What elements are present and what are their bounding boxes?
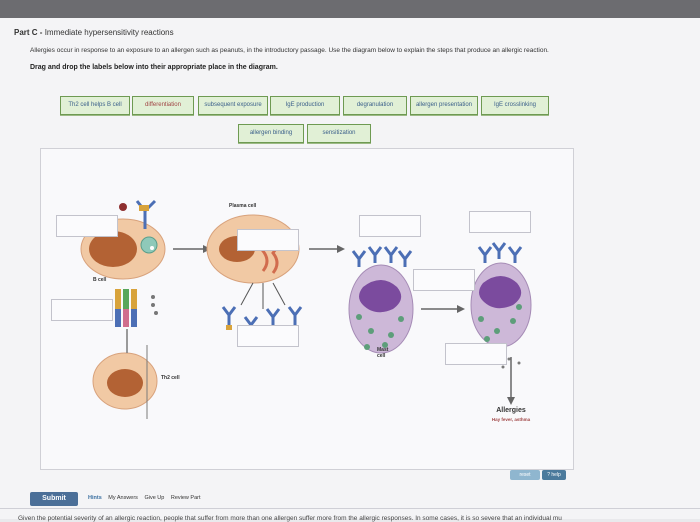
activated-mast-cell-icon — [470, 262, 532, 369]
label-tile-allergen-presentation[interactable]: allergen presentation — [410, 96, 478, 115]
part-label: Part C - — [14, 28, 43, 37]
reset-button[interactable]: reset — [510, 470, 540, 480]
label-tile-sensitization[interactable]: sensitization — [307, 124, 371, 143]
drop-zone-6[interactable] — [413, 269, 475, 291]
allergies-label: Allergies — [496, 407, 526, 414]
drop-zone-5[interactable] — [359, 215, 421, 237]
plasma-cell-label: Plasma cell — [229, 203, 257, 209]
th2-cell-label: Th2 cell — [161, 375, 180, 381]
help-button[interactable]: ? help — [542, 470, 566, 480]
browser-top-bar — [0, 0, 700, 18]
label-tile-th2-helps-b[interactable]: Th2 cell helps B cell — [60, 96, 130, 115]
question-page: Part C - Immediate hypersensitivity reac… — [0, 18, 700, 522]
answer-links: Hints My Answers Give Up Review Part — [88, 495, 206, 501]
b-cell-label: B cell — [93, 277, 107, 283]
divider — [0, 508, 700, 509]
drop-zone-8[interactable] — [445, 343, 507, 365]
drag-drop-instruction: Drag and drop the labels below into thei… — [30, 64, 278, 71]
instruction-text: Allergies occur in response to an exposu… — [30, 47, 549, 54]
allergies-subtitle: Hay fever, asthma — [491, 417, 531, 422]
mast-cell-label: Mast cell — [377, 347, 389, 359]
th2-cell-icon — [92, 352, 158, 410]
hints-link[interactable]: Hints — [88, 495, 102, 501]
diagram-canvas: Plasma cell B cell Th2 cell Mast cell Al… — [40, 148, 574, 470]
label-tile-ige-production[interactable]: IgE production — [270, 96, 340, 115]
drop-zone-2[interactable] — [51, 299, 113, 321]
drop-zone-4[interactable] — [237, 325, 299, 347]
label-tile-differentiation[interactable]: differentiation — [132, 96, 194, 115]
give-up-link[interactable]: Give Up — [144, 495, 165, 501]
label-tile-allergen-binding[interactable]: allergen binding — [238, 124, 304, 143]
drop-zone-3[interactable] — [237, 229, 299, 251]
drop-zone-1[interactable] — [56, 215, 118, 237]
my-answers-link[interactable]: My Answers — [108, 495, 138, 501]
label-tile-degranulation[interactable]: degranulation — [343, 96, 407, 115]
label-tile-ige-crosslinking[interactable]: IgE crosslinking — [481, 96, 549, 115]
review-part-link[interactable]: Review Part — [170, 495, 201, 501]
label-tile-subsequent-exposure[interactable]: subsequent exposure — [198, 96, 268, 115]
part-subtitle: Immediate hypersensitivity reactions — [44, 28, 174, 37]
submit-button[interactable]: Submit — [30, 492, 78, 506]
part-title: Part C - Immediate hypersensitivity reac… — [14, 28, 174, 37]
mast-cell-icon — [348, 264, 414, 354]
drop-zone-7[interactable] — [469, 211, 531, 233]
